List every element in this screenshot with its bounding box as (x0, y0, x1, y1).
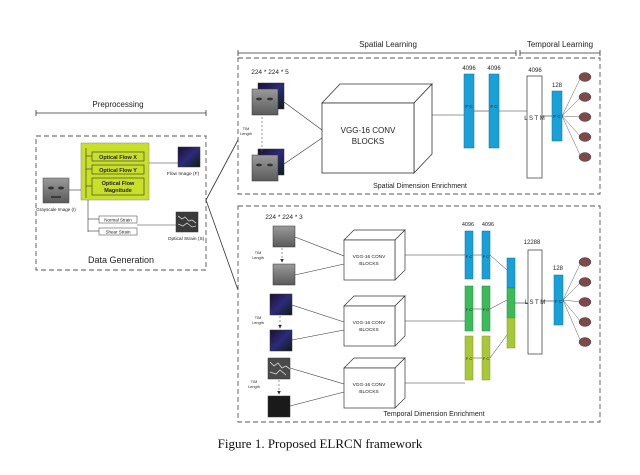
data-generation-title: Data Generation (88, 255, 154, 265)
grayscale-image (42, 177, 70, 204)
temporal-tim-1b: Length (252, 256, 264, 260)
temporal-fc-green-1 (464, 285, 474, 332)
shear-strain-label: Shear Strain (105, 230, 131, 235)
temporal-vgg-2-label-1: VGG-16 CONV (353, 320, 387, 326)
spatial-vgg-label-2: BLOCKS (352, 137, 384, 146)
spatial-fc2-size: 4096 (487, 66, 501, 72)
spatial-lstm-label: L S T M (524, 116, 545, 122)
temporal-tim-2a: TIM (255, 316, 262, 320)
temporal-fc-lime-1-label: F C (466, 356, 473, 361)
shear-strain-box (98, 227, 138, 236)
temporal-vgg-1-label-1: VGG-16 CONV (353, 254, 387, 260)
spatial-title: Spatial Dimension Enrichment (373, 183, 467, 190)
temporal-fc-green-2 (481, 285, 491, 332)
temporal-vgg-3-label-1: VGG-16 CONV (353, 382, 387, 388)
temporal-lstm-size: 12288 (524, 240, 541, 246)
temporal-vgg-block-3 (343, 357, 406, 409)
temporal-frame-1 (272, 225, 296, 248)
spatial-vgg-label-1: VGG-16 CONV (341, 126, 396, 135)
normal-strain-label: Normal Strain (104, 218, 132, 223)
temporal-frame-4 (269, 329, 293, 352)
temporal-lstm (527, 249, 543, 355)
optical-flow-magnitude-label-2: Magnitude (104, 188, 132, 194)
spatial-fc1-label: F C (465, 104, 473, 109)
temporal-fc-green-2-label: F C (483, 307, 490, 312)
preprocessing-label: Preprocessing (92, 100, 143, 109)
temporal-vgg-3-label-2: BLOCKS (359, 389, 378, 395)
spatial-tim-label-2: Length (240, 132, 252, 136)
temporal-vgg-block-1 (343, 229, 406, 281)
spatial-lstm-size: 4096 (528, 68, 542, 74)
temporal-title: Temporal Dimension Enrichment (383, 411, 484, 418)
temporal-box (237, 205, 601, 423)
normal-strain-box (98, 215, 138, 224)
spatial-vgg-block (321, 82, 433, 175)
spatial-fc1-size: 4096 (462, 66, 476, 72)
temporal-vgg-1-label-2: BLOCKS (359, 261, 378, 267)
figure-caption: Figure 1. Proposed ELRCN framework (217, 436, 423, 451)
temporal-frame-3 (269, 293, 293, 316)
spatial-box (237, 57, 601, 195)
spatial-out-fc-label: F C (553, 114, 561, 119)
spatial-learning-label: Spatial Learning (359, 40, 417, 49)
flow-image (177, 146, 201, 168)
data-generation-box (35, 135, 207, 271)
temporal-out-size: 128 (553, 266, 564, 272)
optical-flow-y-box (91, 164, 145, 175)
spatial-output-nodes (561, 72, 592, 162)
temporal-lstm-label: L S T M (525, 300, 546, 306)
temporal-fc2-size: 4096 (482, 222, 494, 228)
temporal-fc-green-1-label: F C (466, 307, 473, 312)
spatial-tim-label-1: TIM (243, 127, 250, 131)
spatial-input-stack2-front (251, 154, 279, 182)
spatial-fc1 (463, 73, 475, 149)
temporal-concat-bar (506, 257, 516, 349)
temporal-input-size: 224 * 224 * 3 (265, 214, 303, 221)
temporal-fc-blue-1-label: F C (466, 254, 473, 259)
temporal-tim-1a: TIM (255, 251, 262, 255)
spatial-out-size: 128 (552, 83, 563, 89)
temporal-output-nodes (562, 257, 592, 347)
spatial-fc2 (488, 73, 500, 149)
split-line-spatial (205, 139, 239, 201)
temporal-tim-2b: Length (252, 321, 264, 325)
temporal-frame-6 (267, 395, 291, 418)
flow-image-label: Flow Image (F) (167, 171, 200, 177)
spatial-input-size: 224 * 224 * 5 (251, 69, 289, 76)
optical-flow-x-label: Optical Flow X (99, 155, 137, 161)
temporal-fc1-size: 4096 (462, 222, 474, 228)
temporal-vgg-block-2 (343, 295, 406, 347)
temporal-vgg-2-label-2: BLOCKS (359, 327, 378, 333)
optical-flow-x-box (91, 151, 145, 162)
temporal-learning-label: Temporal Learning (527, 40, 593, 49)
temporal-fc-blue-2-label: F C (483, 254, 490, 259)
spatial-fc2-label: F C (490, 104, 498, 109)
optical-flow-magnitude-box (91, 177, 145, 196)
temporal-tim-3a: TIM (251, 380, 258, 384)
temporal-out-fc-label: F C (555, 299, 563, 304)
optical-flow-magnitude-label-1: Optical Flow (102, 181, 135, 187)
split-line-temporal (205, 199, 239, 291)
temporal-frame-2 (272, 263, 296, 286)
temporal-tim-3b: Length (248, 385, 260, 389)
optical-strain-label: Optical Strain (S) (168, 236, 205, 242)
temporal-frame-5 (267, 357, 291, 380)
optical-flow-y-label: Optical Flow Y (99, 168, 137, 174)
spatial-input-stack-front (251, 88, 279, 116)
temporal-fc-lime-2-label: F C (483, 356, 490, 361)
grayscale-image-label: Grayscale Image (I) (36, 207, 76, 212)
spatial-lstm (526, 75, 543, 179)
